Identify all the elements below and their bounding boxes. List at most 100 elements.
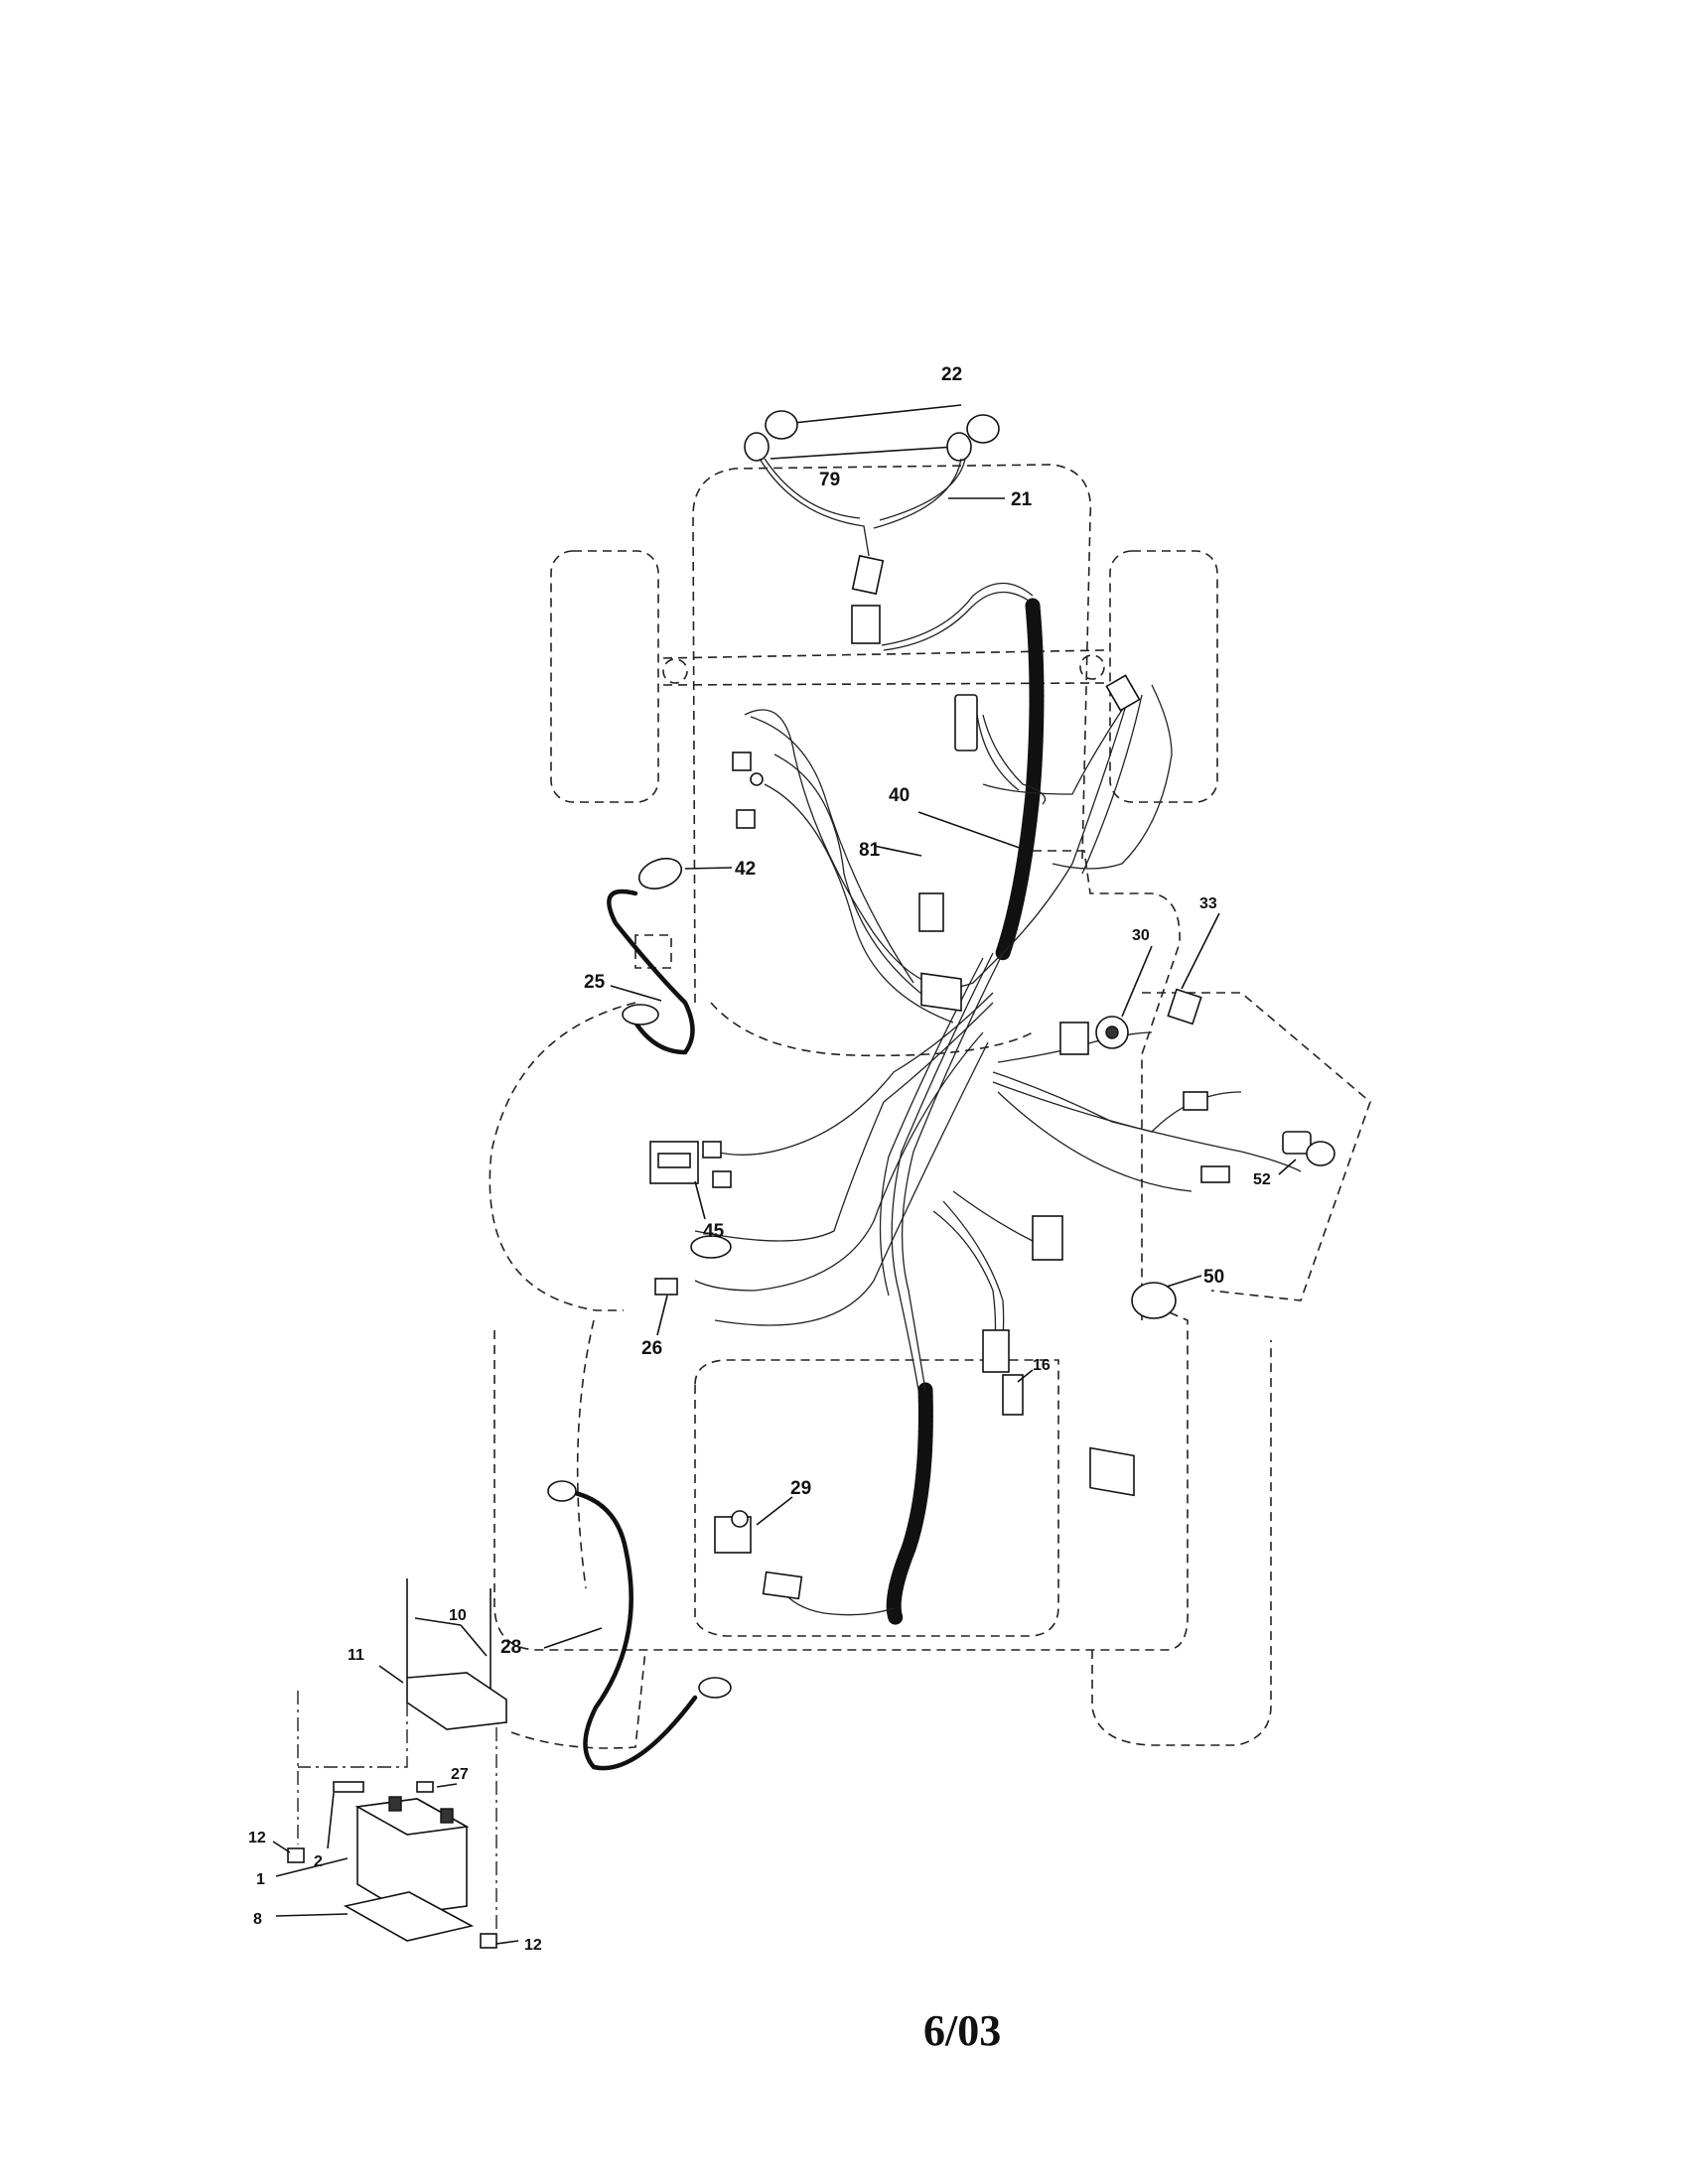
switch-33 xyxy=(1167,912,1220,1025)
leader-12b xyxy=(495,1940,519,1945)
leader-26 xyxy=(656,1295,668,1336)
pto-switch-body-icon xyxy=(1089,1446,1135,1497)
connector-rear-plug-icon xyxy=(1032,1215,1063,1261)
battery-terminal-left-icon xyxy=(388,1796,402,1812)
leader-33 xyxy=(1181,912,1220,990)
leader-10a xyxy=(414,1617,462,1626)
headlight-wires xyxy=(759,458,962,557)
harness-coil-lower xyxy=(886,1382,933,1626)
bolt-27-icon xyxy=(416,1781,434,1793)
battery-holddown xyxy=(297,1578,507,1934)
headlight-right-icon xyxy=(966,414,1000,444)
axle-pivot-left xyxy=(662,658,688,684)
callout-81: 81 xyxy=(859,840,881,861)
callout-33: 33 xyxy=(1199,895,1217,912)
headlight-bar-upper xyxy=(783,404,962,425)
connector-switch-plug-icon xyxy=(1059,1022,1089,1055)
headlight-socket-left-icon xyxy=(744,432,770,462)
bundle-wire-11 xyxy=(694,1002,994,1242)
console-outline xyxy=(1033,850,1181,1320)
bundle-wire-19 xyxy=(932,1210,997,1351)
battery-terminal-right-icon xyxy=(440,1808,454,1824)
relay-icon xyxy=(920,972,962,1012)
bundle-wire-17 xyxy=(997,1091,1193,1192)
harness-to-headlights xyxy=(881,583,1034,646)
connector-terminal-d-icon xyxy=(712,1170,732,1188)
rear-body-outline xyxy=(493,1299,1189,1651)
bolt-2-icon xyxy=(333,1781,364,1793)
callout-10: 10 xyxy=(449,1607,467,1624)
callout-11: 11 xyxy=(348,1647,364,1664)
bundle-wire-24 xyxy=(976,714,1020,791)
harness-to-headlights-2 xyxy=(883,591,1030,651)
connector-terminal-b-icon xyxy=(1183,1091,1208,1111)
bundle-wire-10 xyxy=(714,992,994,1156)
leader-81 xyxy=(873,845,922,857)
connector-terminal-g-icon xyxy=(750,772,764,786)
bundle-wire-23 xyxy=(982,714,1047,805)
callout-40: 40 xyxy=(889,785,910,806)
leader-30 xyxy=(1121,945,1153,1018)
callout-27: 27 xyxy=(451,1766,469,1783)
headlight-plug-icon xyxy=(851,605,881,644)
terminal-boot-icon xyxy=(637,858,683,889)
callout-16: 16 xyxy=(1033,1357,1051,1374)
solenoid-29-lead xyxy=(779,1587,895,1616)
leader-8 xyxy=(275,1913,349,1917)
nut-12-left-icon xyxy=(287,1847,305,1863)
bundle-wire-7 xyxy=(764,783,954,1024)
front-right-wheel-outline xyxy=(1109,550,1218,803)
harness-wire-bundle xyxy=(694,684,1302,1391)
callout-2: 2 xyxy=(314,1853,323,1870)
part-52 xyxy=(1278,1131,1335,1175)
callout-12-right: 12 xyxy=(524,1937,542,1954)
pto-switch-50 xyxy=(1089,1275,1202,1497)
deck-left-outline xyxy=(489,1002,636,1311)
headlight-assembly xyxy=(744,404,1005,644)
callout-29: 29 xyxy=(790,1478,811,1499)
callout-79: 79 xyxy=(819,470,840,490)
part-26 xyxy=(654,1278,678,1336)
connector-right-icon xyxy=(1105,674,1141,712)
bundle-wire-6 xyxy=(773,753,934,1004)
rear-left-wheel-outline xyxy=(510,1649,646,1749)
harness-connectors xyxy=(690,674,1230,1373)
cable-28-icon xyxy=(563,1488,698,1771)
connector-terminal-e-icon xyxy=(732,751,752,771)
leader-28 xyxy=(543,1627,603,1649)
headlight-wires-2 xyxy=(764,458,966,521)
bundle-wire-3 xyxy=(879,957,984,1297)
leader-45 xyxy=(694,1180,706,1220)
ring-terminal-icon xyxy=(690,1235,732,1259)
leader-25 xyxy=(610,985,662,1002)
leader-16 xyxy=(1017,1369,1034,1383)
bundle-wire-12 xyxy=(694,1031,984,1292)
leader-12a xyxy=(272,1841,291,1853)
cable-42-25 xyxy=(607,858,733,1055)
relay-81 xyxy=(873,845,962,1012)
page-date: 6/03 xyxy=(923,2006,1001,2055)
hour-meter-45 xyxy=(649,1141,706,1220)
rear-left-fender-line xyxy=(576,1319,595,1589)
bundle-wire-15 xyxy=(992,1081,1242,1133)
bundle-wire-16 xyxy=(997,1031,1153,1063)
callout-26: 26 xyxy=(641,1338,662,1359)
callout-25: 25 xyxy=(584,972,606,993)
connector-terminal-a-icon xyxy=(1200,1165,1230,1183)
steering-post-outline xyxy=(634,934,672,969)
hood-lower-outline xyxy=(710,1002,1034,1057)
leader-1 xyxy=(275,1857,349,1877)
callout-52: 52 xyxy=(1253,1171,1271,1188)
bundle-wire-13 xyxy=(714,1041,989,1326)
front-left-wheel-outline xyxy=(550,550,659,803)
solenoid-29 xyxy=(714,1496,895,1616)
bundle-wire-22 xyxy=(982,694,1133,795)
main-harness-conduit xyxy=(881,583,1045,1626)
pto-knob-icon xyxy=(1131,1282,1177,1319)
leader-42 xyxy=(684,867,733,870)
leader-50 xyxy=(1166,1275,1202,1288)
battery-tray-icon xyxy=(343,1891,475,1942)
connector-seat-plug-icon xyxy=(982,1329,1010,1373)
bundle-wire-21 xyxy=(1052,684,1173,870)
